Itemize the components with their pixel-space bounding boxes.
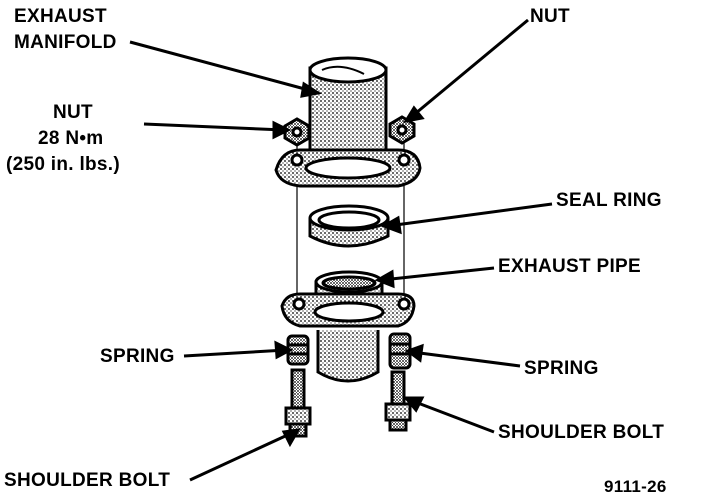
label-nut-torque-imperial: (250 in. lbs.) <box>6 154 121 175</box>
label-exhaust-pipe: EXHAUST PIPE <box>498 256 641 277</box>
exhaust-pipe-flange <box>280 292 416 328</box>
leader-lines <box>129 18 553 482</box>
label-shoulder-bolt-left: SHOULDER BOLT <box>4 470 171 491</box>
label-spring-left: SPRING <box>100 346 175 367</box>
nut-right-top <box>388 115 416 145</box>
nut-left-top <box>283 117 311 147</box>
label-nut-top: NUT <box>530 6 570 27</box>
shoulder-bolt-right <box>384 370 412 432</box>
label-nut-left: NUT <box>53 102 93 123</box>
figure-number: 9111-26 <box>604 477 667 496</box>
exhaust-pipe-lower <box>316 330 380 383</box>
label-nut-torque-metric: 28 N•m <box>38 128 104 149</box>
label-exhaust-manifold-line2: MANIFOLD <box>14 32 117 53</box>
label-exhaust-manifold-line1: EXHAUST <box>14 6 107 27</box>
manifold-flange <box>274 148 422 188</box>
label-seal-ring: SEAL RING <box>556 190 662 211</box>
label-spring-right: SPRING <box>524 358 599 379</box>
seal-ring <box>308 204 390 248</box>
shoulder-bolt-left <box>284 368 312 438</box>
label-shoulder-bolt-right: SHOULDER BOLT <box>498 422 665 443</box>
